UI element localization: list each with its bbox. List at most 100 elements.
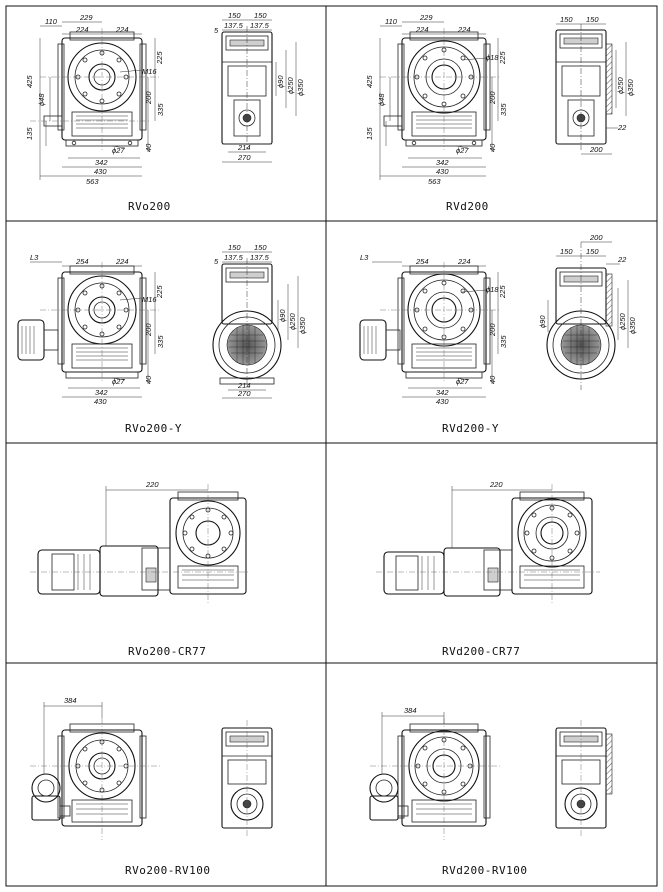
panel-caption: RVo200-Y bbox=[125, 422, 182, 435]
dim-phi350: ϕ350 bbox=[296, 78, 305, 96]
dim-342: 342 bbox=[95, 158, 108, 167]
dim-phi350: ϕ350 bbox=[626, 78, 635, 96]
front-view: 384 bbox=[369, 706, 500, 840]
side-view: 150 150 ϕ250 ϕ350 22 200 bbox=[555, 15, 635, 155]
front-view: 110 229 224 224 425 ϕ48 135 225 200 335 … bbox=[365, 13, 508, 186]
dim-l3: L3 bbox=[30, 253, 39, 262]
dim-27: ϕ27 bbox=[112, 377, 125, 386]
dim-270: 270 bbox=[237, 389, 251, 398]
dim-150-right: 150 bbox=[586, 247, 599, 256]
side-view: 150 150 5 137.5 137.5 ϕ90 ϕ250 ϕ350 214 … bbox=[212, 243, 307, 399]
dim-335: 335 bbox=[156, 103, 165, 116]
dim-229: 229 bbox=[79, 13, 93, 22]
panel-rvo200-rv100: 384 RVo200-RV100 bbox=[30, 696, 273, 877]
panel-rvd200-cr77: 220 RVd200-CR77 bbox=[376, 480, 600, 658]
dim-425: 425 bbox=[365, 75, 374, 88]
dim-48: ϕ48 bbox=[37, 93, 46, 106]
front-view: 220 bbox=[376, 480, 600, 604]
dim-200: 200 bbox=[488, 91, 497, 105]
grid-frame bbox=[5, 5, 658, 887]
dim-220: 220 bbox=[489, 480, 503, 489]
dim-342: 342 bbox=[436, 158, 449, 167]
panel-caption: RVo200-RV100 bbox=[125, 864, 210, 877]
dim-110: 110 bbox=[385, 17, 398, 26]
panel-rvd200: 110 229 224 224 425 ϕ48 135 225 200 335 … bbox=[365, 13, 635, 213]
dim-phi250: ϕ250 bbox=[288, 312, 297, 330]
dim-137-5-left: 137.5 bbox=[224, 253, 244, 262]
dim-342: 342 bbox=[436, 388, 449, 397]
dim-27: ϕ27 bbox=[456, 377, 469, 386]
dim-5: 5 bbox=[214, 26, 219, 35]
front-view: 384 bbox=[30, 696, 160, 840]
dim-384: 384 bbox=[64, 696, 77, 705]
dim-224-left: 224 bbox=[75, 25, 89, 34]
dim-150-left: 150 bbox=[228, 243, 241, 252]
dim-22: 22 bbox=[617, 255, 627, 264]
panel-caption: RVd200-CR77 bbox=[442, 645, 520, 658]
dim-335: 335 bbox=[499, 335, 508, 348]
panel-caption: RVd200-Y bbox=[442, 422, 499, 435]
dim-270: 270 bbox=[237, 153, 251, 162]
dim-22: 22 bbox=[617, 123, 627, 132]
dim-150-right: 150 bbox=[254, 243, 267, 252]
dim-phi350: ϕ350 bbox=[298, 316, 307, 334]
side-view: 200 150 150 22 ϕ90 ϕ250 ϕ350 bbox=[538, 233, 637, 390]
dim-135: 135 bbox=[25, 127, 34, 140]
panel-rvd200-rv100: 384 RVd200-RV100 bbox=[369, 706, 613, 877]
dim-342: 342 bbox=[95, 388, 108, 397]
dim-40: 40 bbox=[488, 375, 497, 384]
dim-27: ϕ27 bbox=[456, 146, 469, 155]
panel-rvd200-y: L3 254 224 225 200 335 40 ϕ27 342 430 ϕ1… bbox=[359, 233, 637, 435]
panel-rvo200: 110 229 224 224 425 ϕ48 135 225 200 335 … bbox=[25, 11, 305, 213]
dim-254: 254 bbox=[75, 257, 89, 266]
dim-40: 40 bbox=[488, 143, 497, 152]
side-view bbox=[555, 720, 613, 836]
dim-200: 200 bbox=[144, 323, 153, 337]
dim-225: 225 bbox=[498, 51, 507, 65]
side-view: 150 150 5 137.5 137.5 ϕ90 ϕ250 ϕ350 214 … bbox=[214, 11, 305, 163]
front-view: 110 229 224 224 425 ϕ48 135 225 200 335 … bbox=[25, 13, 165, 186]
dim-110: 110 bbox=[45, 17, 58, 26]
dim-phi90: ϕ90 bbox=[278, 309, 287, 322]
dim-384: 384 bbox=[404, 706, 417, 715]
dim-phi90: ϕ90 bbox=[276, 75, 285, 88]
dim-40: 40 bbox=[144, 143, 153, 152]
dim-224: 224 bbox=[457, 257, 471, 266]
dim-430: 430 bbox=[94, 397, 107, 406]
front-view: L3 254 224 225 200 335 40 ϕ27 342 430 M1… bbox=[17, 253, 165, 406]
panel-rvo200-cr77: 220 RVo200-CR77 bbox=[30, 480, 250, 658]
dim-40: 40 bbox=[144, 375, 153, 384]
panel-caption: RVd200-RV100 bbox=[442, 864, 527, 877]
dim-5: 5 bbox=[214, 257, 219, 266]
dim-214: 214 bbox=[237, 143, 251, 152]
dim-224: 224 bbox=[115, 257, 129, 266]
dim-224-right: 224 bbox=[457, 25, 471, 34]
dim-150-right: 150 bbox=[254, 11, 267, 20]
dim-m16: M16 bbox=[142, 295, 157, 304]
dim-430: 430 bbox=[94, 167, 107, 176]
dim-27: ϕ27 bbox=[112, 146, 125, 155]
dim-214: 214 bbox=[237, 381, 251, 390]
dim-phi250: ϕ250 bbox=[616, 76, 625, 94]
dim-137-5-right: 137.5 bbox=[250, 21, 270, 30]
dim-430: 430 bbox=[436, 397, 449, 406]
dim-224-left: 224 bbox=[415, 25, 429, 34]
dim-150-left: 150 bbox=[228, 11, 241, 20]
dim-150-left: 150 bbox=[560, 247, 573, 256]
dim-229: 229 bbox=[419, 13, 433, 22]
dim-225: 225 bbox=[498, 285, 507, 299]
panel-caption: RVo200-CR77 bbox=[128, 645, 206, 658]
dim-137-5-right: 137.5 bbox=[250, 253, 270, 262]
dim-m16: M16 bbox=[142, 67, 157, 76]
panel-rvo200-y: L3 254 224 225 200 335 40 ϕ27 342 430 M1… bbox=[17, 243, 307, 435]
front-view: L3 254 224 225 200 335 40 ϕ27 342 430 ϕ1… bbox=[359, 253, 508, 406]
dim-200: 200 bbox=[144, 91, 153, 105]
dim-225: 225 bbox=[155, 51, 164, 65]
dim-220: 220 bbox=[145, 480, 159, 489]
panel-caption: RVd200 bbox=[446, 200, 489, 213]
dim-200: 200 bbox=[589, 145, 603, 154]
dim-phi250: ϕ250 bbox=[286, 76, 295, 94]
dim-335: 335 bbox=[499, 103, 508, 116]
dim-135: 135 bbox=[365, 127, 374, 140]
dim-335: 335 bbox=[156, 335, 165, 348]
